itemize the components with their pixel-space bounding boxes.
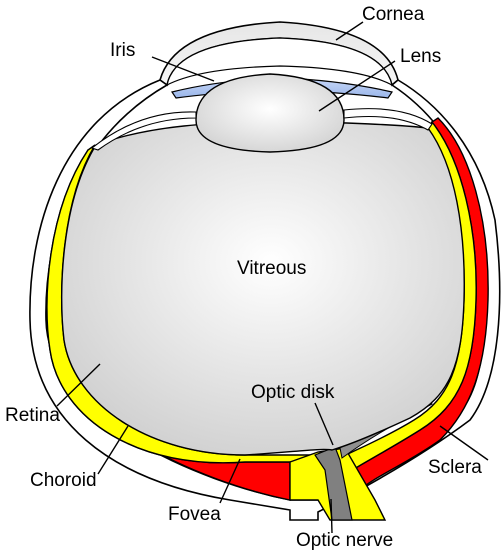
vitreous-label: Vitreous [237,258,306,279]
vitreous-body [62,122,465,455]
optic-nerve-label: Optic nerve [296,530,393,551]
lens-label: Lens [400,46,441,67]
lens-shape [196,74,344,152]
fovea-label: Fovea [168,504,221,525]
retina-label: Retina [5,405,60,426]
optic-nerve-pointer [331,499,332,533]
sclera-pointer [440,426,488,460]
optic-disk-label: Optic disk [251,382,335,403]
cornea-label: Cornea [362,4,425,25]
choroid-label: Choroid [30,470,97,491]
iris-label: Iris [110,40,135,61]
sclera-label: Sclera [428,457,482,478]
